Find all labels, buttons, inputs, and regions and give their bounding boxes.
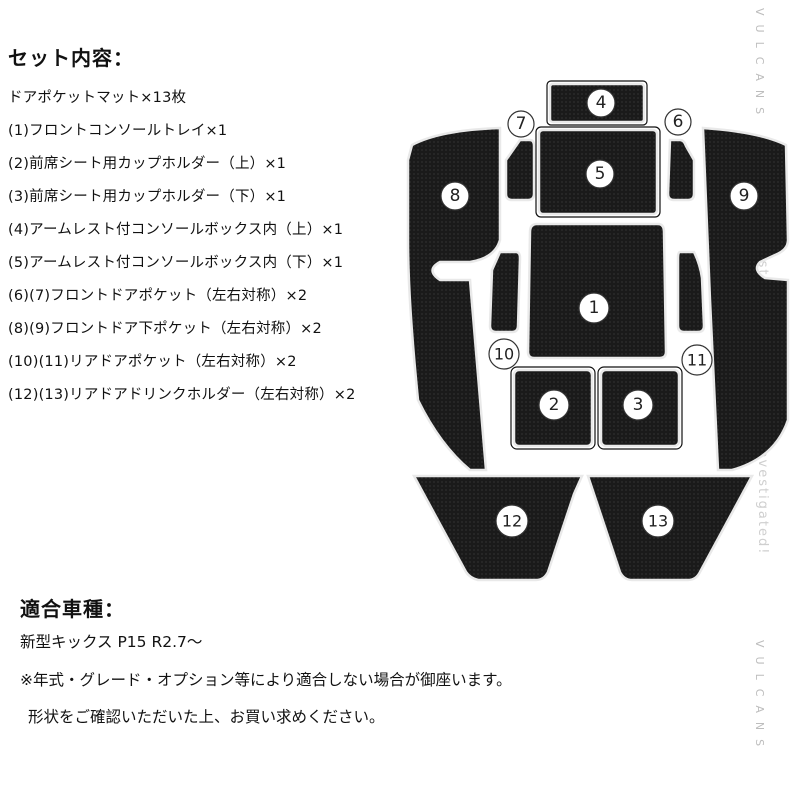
mat-label-13: 13 — [648, 512, 668, 531]
compatibility-note: ※年式・グレード・オプション等により適合しない場合が御座います。 — [20, 671, 512, 689]
mat-label-4: 4 — [596, 93, 607, 113]
set-item: (6)(7)フロントドアポケット（左右対称）×2 — [8, 288, 308, 304]
set-item: ドアポケットマット×13枚 — [8, 90, 187, 106]
compatible-model-text: 新型キックス P15 R2.7〜 — [20, 633, 203, 651]
mat-label-12: 12 — [502, 512, 522, 531]
set-item: (8)(9)フロントドア下ポケット（左右対称）×2 — [8, 321, 322, 337]
mat-label-1: 1 — [589, 298, 600, 318]
brand-watermark-top: VULCANS — [753, 8, 766, 124]
mat-7 — [504, 138, 536, 202]
mat-label-10: 10 — [494, 345, 514, 364]
mat-label-11: 11 — [687, 351, 707, 370]
confirm-shape-note: 形状をご確認いただいた上、お買い求めください。 — [28, 708, 385, 726]
mat-label-5: 5 — [595, 164, 606, 184]
set-item: (2)前席シート用カップホルダー（上）×1 — [8, 156, 287, 172]
set-item: (3)前席シート用カップホルダー（下）×1 — [8, 189, 287, 205]
set-item: (4)アームレスト付コンソールボックス内（上）×1 — [8, 222, 344, 238]
mat-10 — [488, 250, 522, 334]
mat-label-6: 6 — [673, 112, 684, 132]
mat-9 — [701, 126, 790, 472]
compatible-model-heading: 適合車種： — [20, 597, 125, 621]
mat-1 — [526, 222, 668, 360]
set-item: (10)(11)リアドアポケット（左右対称）×2 — [8, 354, 297, 370]
mat-6 — [666, 138, 696, 202]
mat-label-8: 8 — [450, 186, 461, 206]
mat-label-7: 7 — [516, 114, 527, 134]
mat-label-9: 9 — [739, 186, 750, 206]
set-item: (5)アームレスト付コンソールボックス内（下）×1 — [8, 255, 344, 271]
set-item: (1)フロントコンソールトレイ×1 — [8, 123, 228, 139]
mat-label-2: 2 — [549, 395, 560, 415]
set-contents-heading: セット内容： — [8, 46, 134, 70]
set-item: (12)(13)リアドアドリンクホルダー（左右対称）×2 — [8, 387, 356, 403]
mat-11 — [676, 250, 706, 334]
mat-8 — [406, 126, 502, 472]
mat-label-3: 3 — [633, 395, 644, 415]
brand-watermark-bottom: VULCANS — [753, 640, 766, 756]
